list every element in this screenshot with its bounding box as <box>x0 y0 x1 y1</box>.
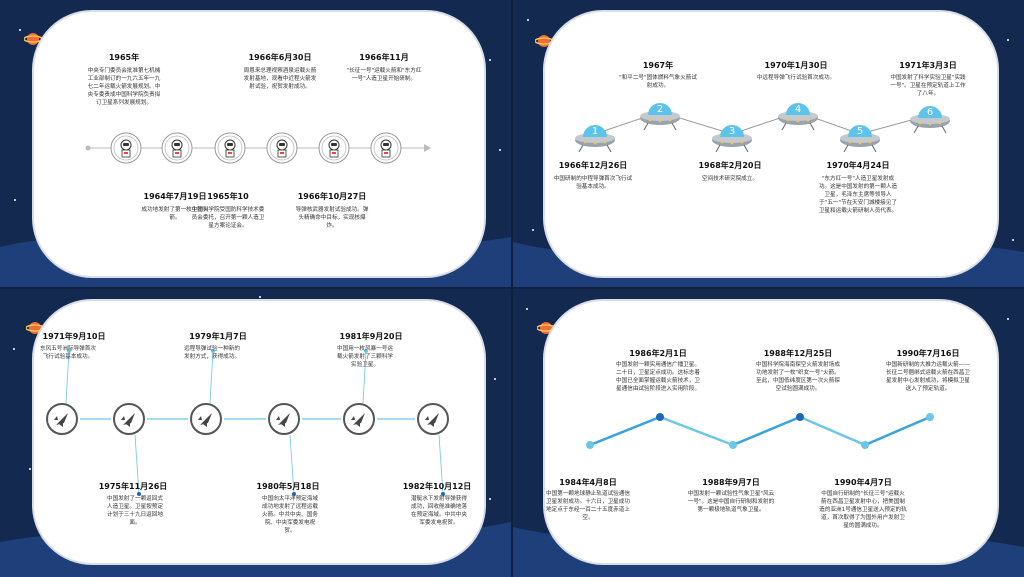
ufo-node[interactable]: 1 <box>575 125 615 153</box>
event-description: "东方红一号"人造卫星发射成功。这是中国发射的第一颗人造卫星，毛泽东主席等领导人… <box>818 176 898 214</box>
slide-panel-4[interactable]: 1984年4月8日中国第一颗地球静止轨道试验通信卫星发射成功。十六日，卫星成功地… <box>513 289 1024 577</box>
event-date: 1975年11月26日 <box>98 482 168 491</box>
astronaut-node[interactable] <box>318 132 350 164</box>
rocket-node[interactable] <box>190 403 222 435</box>
timeline-line <box>85 132 431 164</box>
rocket-node[interactable] <box>343 403 375 435</box>
event-date: 1982年10月12日 <box>402 482 472 491</box>
event-date: 1990年4月7日 <box>834 478 892 487</box>
event-description: 中国科学院海南探空火箭发射场成功地发射了一枚"织女一号"火箭。至此，中国低纬度区… <box>756 362 840 392</box>
event-description: 周恩来总理视察酒泉运载火箭发射基地，观看中近程火箭发射试验，祝贺发射成功。 <box>243 68 317 90</box>
ufo-node[interactable]: 6 <box>910 106 950 134</box>
timeline-dot[interactable] <box>729 441 737 449</box>
ufo-number: 3 <box>729 126 735 137</box>
event-description: 导弹核武器发射试验成功。弹头精确命中目标，实现核爆炸。 <box>295 207 369 229</box>
star-background <box>13 296 496 500</box>
astronaut-node[interactable] <box>266 132 298 164</box>
content-card <box>543 299 999 565</box>
event-description: 中国自行研制的"长征三号"运载火箭在西昌卫星发射中心，把美国制造的亚洲1号通信卫… <box>819 491 907 529</box>
event-description: "长征一号"运载火箭和"东方红一号"人造卫星开始研制。 <box>346 68 422 82</box>
rocket-node[interactable] <box>268 403 300 435</box>
event-description: 空间技术研究院成立。 <box>702 176 758 182</box>
planet-icon <box>24 33 42 45</box>
ufo-number: 5 <box>857 126 863 137</box>
event-date: 1990年7月16日 <box>896 349 960 358</box>
planet-icon <box>535 35 553 47</box>
ufo-number: 6 <box>927 107 933 118</box>
rocket-node[interactable] <box>113 403 145 435</box>
content-card <box>32 10 486 278</box>
event-date: 1984年4月8日 <box>559 478 617 487</box>
event-description: "和平二号"固体燃料气象火箭试射成功。 <box>619 75 697 89</box>
event-description: 成功地发射了第一枚生物火箭。 <box>141 207 209 221</box>
event-description: 潜艇水下发射导弹获得成功，回收舱准确地落在预定海域。中共中央军委发电祝贺。 <box>411 496 467 526</box>
event-description: 中国新研制的大推力运载火箭——长征二号捆绑式运载火箭在西昌卫星发射中心发射成功，… <box>886 362 970 392</box>
rocket-node[interactable] <box>417 403 449 435</box>
event-description: 中国发射一颗实用通信广播卫星。二十日，卫星定点成功。这标志着中国已全面掌握运载火… <box>616 362 700 392</box>
event-description: 东风五号洲际导弹首次飞行试验基本成功。 <box>40 346 96 360</box>
event-description: 中国科学院受国防科学技术委员会委托，召开第一颗人造卫星方案论证会。 <box>191 207 265 229</box>
astronaut-node[interactable] <box>161 132 193 164</box>
event-description: 中央专门委员会批准第七机械工业部制订的一九六五年一九七二年运载火箭发展规划。中央… <box>87 68 161 106</box>
event-date: 1970年4月24日 <box>826 161 890 170</box>
slide-panel-1[interactable]: 1965年中央专门委员会批准第七机械工业部制订的一九六五年一九七二年运载火箭发展… <box>0 0 511 287</box>
rocket-node[interactable] <box>46 403 78 435</box>
event-date: 1980年5月18日 <box>256 482 320 491</box>
event-description: 中国向太平洋预定海域成功地发射了远程运载火箭。中共中央、国务院、中央军委发电祝贺… <box>262 496 318 534</box>
slide-panel-3[interactable]: 1971年9月10日东风五号洲际导弹首次飞行试验基本成功。 1975年11月26日… <box>0 289 511 577</box>
content-card: 1 2 3 4 5 6 <box>543 10 999 278</box>
timeline-dot[interactable] <box>586 441 594 449</box>
event-date: 1967年 <box>642 61 674 70</box>
event-date: 1964年7月19日 <box>143 192 207 201</box>
ufo-node[interactable]: 2 <box>640 103 680 131</box>
astronaut-node[interactable] <box>214 132 246 164</box>
astronaut-node[interactable] <box>370 132 402 164</box>
zigzag-timeline <box>586 413 934 449</box>
event-date: 1971年3月3日 <box>899 61 957 70</box>
event-date: 1966年6月30日 <box>248 53 312 62</box>
slide-panel-2[interactable]: 1 2 3 4 5 6 1966年12月26日中国研制的中程导弹首次飞行试验基本成功。 19… <box>513 0 1024 287</box>
rocket-timeline <box>46 349 449 496</box>
event-date: 1966年12月26日 <box>558 161 628 170</box>
event-date: 1981年9月20日 <box>339 332 403 341</box>
content-card <box>32 299 486 565</box>
event-date: 1988年9月7日 <box>702 478 760 487</box>
event-date: 1968年2月20日 <box>698 161 762 170</box>
event-date: 1966年11月 <box>359 53 409 62</box>
event-date: 1966年10月27日 <box>297 192 367 201</box>
timeline-dot[interactable] <box>861 441 869 449</box>
event-description: 中远程导弹飞行试验首次成功。 <box>756 75 836 81</box>
ufo-number: 2 <box>657 104 663 115</box>
timeline-dot[interactable] <box>796 413 804 421</box>
ufo-number: 4 <box>795 104 801 115</box>
event-date: 1970年1月30日 <box>764 61 828 70</box>
event-date: 1965年 <box>108 53 140 62</box>
timeline-dot[interactable] <box>656 413 664 421</box>
event-description: 远程导弹试验一种新的发射方式，获得成功。 <box>184 346 240 360</box>
timeline-dot[interactable] <box>926 413 934 421</box>
event-date: 1986年2月1日 <box>629 349 687 358</box>
ufo-row: 1 2 3 4 5 6 <box>575 103 950 153</box>
event-description: 中国发射了科学实验卫星"实践一号"。卫星在预定轨道上工作了八年。 <box>890 75 966 97</box>
event-date: 1965年10 <box>207 192 249 201</box>
ufo-number: 1 <box>592 126 598 137</box>
event-description: 中国研制的中程导弹首次飞行试验基本成功。 <box>553 176 633 190</box>
event-date: 1979年1月7日 <box>189 332 247 341</box>
event-date: 1988年12月25日 <box>763 349 833 358</box>
event-date: 1971年9月10日 <box>42 332 106 341</box>
ufo-node[interactable]: 3 <box>712 125 752 153</box>
event-description: 中国发射了一颗返回式人造卫星。卫星按预定计划于三十九日返回地面。 <box>107 496 163 526</box>
event-description: 中国用一枚风暴一号运载火箭发射了三颗科学实验卫星。 <box>337 346 393 368</box>
event-description: 中国第一颗地球静止轨道试验通信卫星发射成功。十六日，卫星成功地定点于东经一百二十… <box>546 491 630 521</box>
ufo-node[interactable]: 5 <box>840 125 880 153</box>
ufo-node[interactable]: 4 <box>778 103 818 131</box>
event-description: 中国发射一颗试验性气象卫星"风云一号"。这是中国自行研制和发射的第一颗极地轨道气… <box>687 491 775 513</box>
astronaut-node[interactable] <box>110 132 142 164</box>
